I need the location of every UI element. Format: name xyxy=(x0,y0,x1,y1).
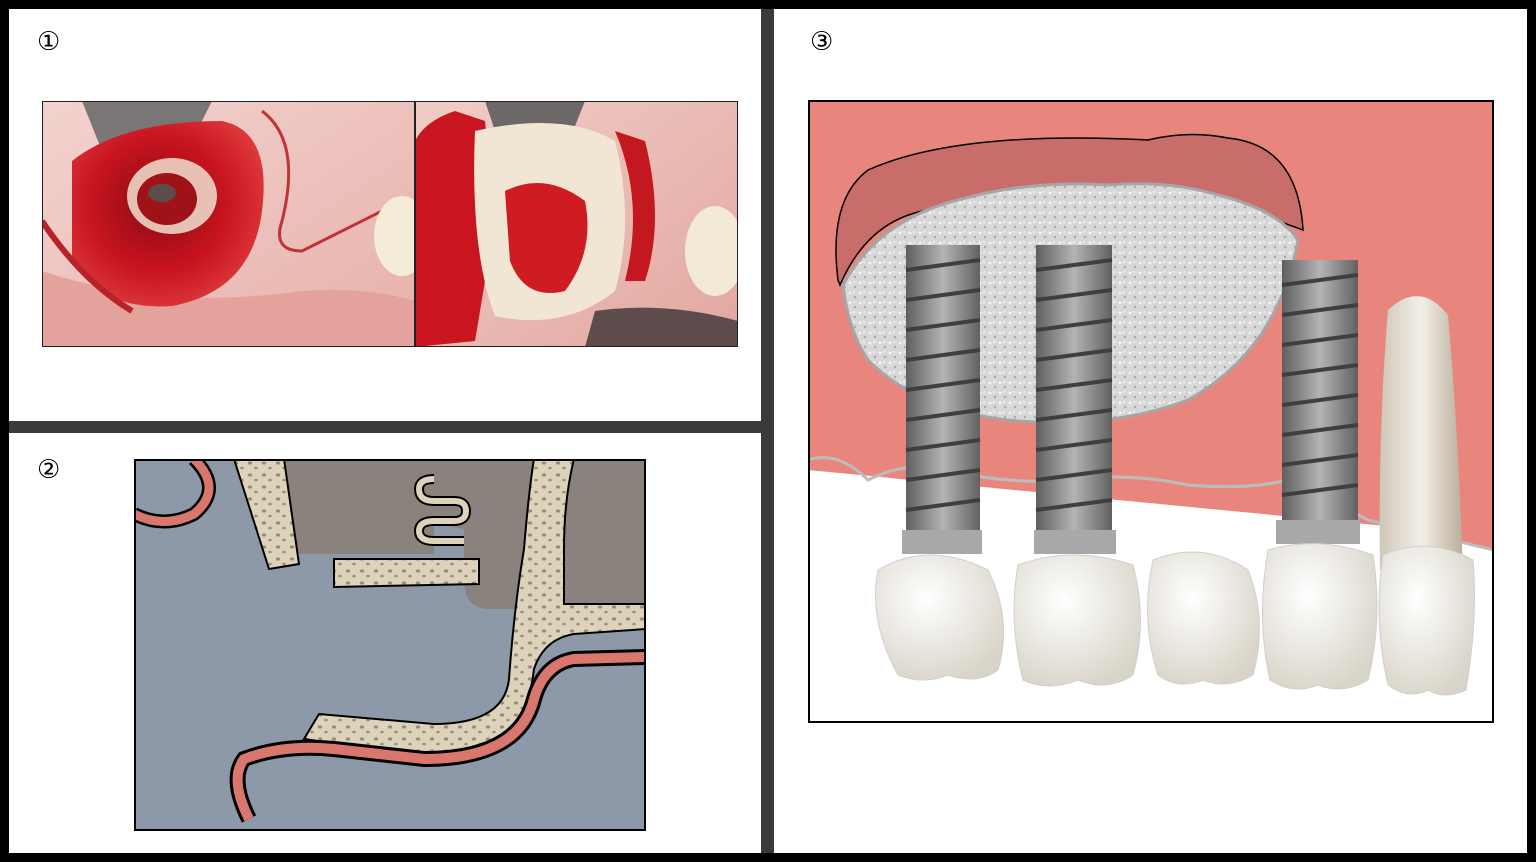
panel-number-3: ③ xyxy=(810,27,834,57)
panel-sinus-diagram: ② xyxy=(9,433,761,853)
vertical-divider xyxy=(761,9,774,853)
implant-3 xyxy=(1276,260,1360,544)
panel-implant-diagram: ③ xyxy=(774,9,1527,853)
surgical-photo-open-sinus xyxy=(42,101,415,347)
implant-bridge-diagram xyxy=(808,100,1494,723)
panel-number-2: ② xyxy=(37,455,61,485)
implant-1 xyxy=(902,245,982,554)
implant-2 xyxy=(1034,245,1116,554)
horizontal-divider xyxy=(9,421,761,433)
sinus-lift-diagram xyxy=(134,459,646,831)
panel-photos: ① xyxy=(9,9,761,421)
panel-number-1: ① xyxy=(37,27,61,57)
surgical-photo-graft xyxy=(415,101,738,347)
